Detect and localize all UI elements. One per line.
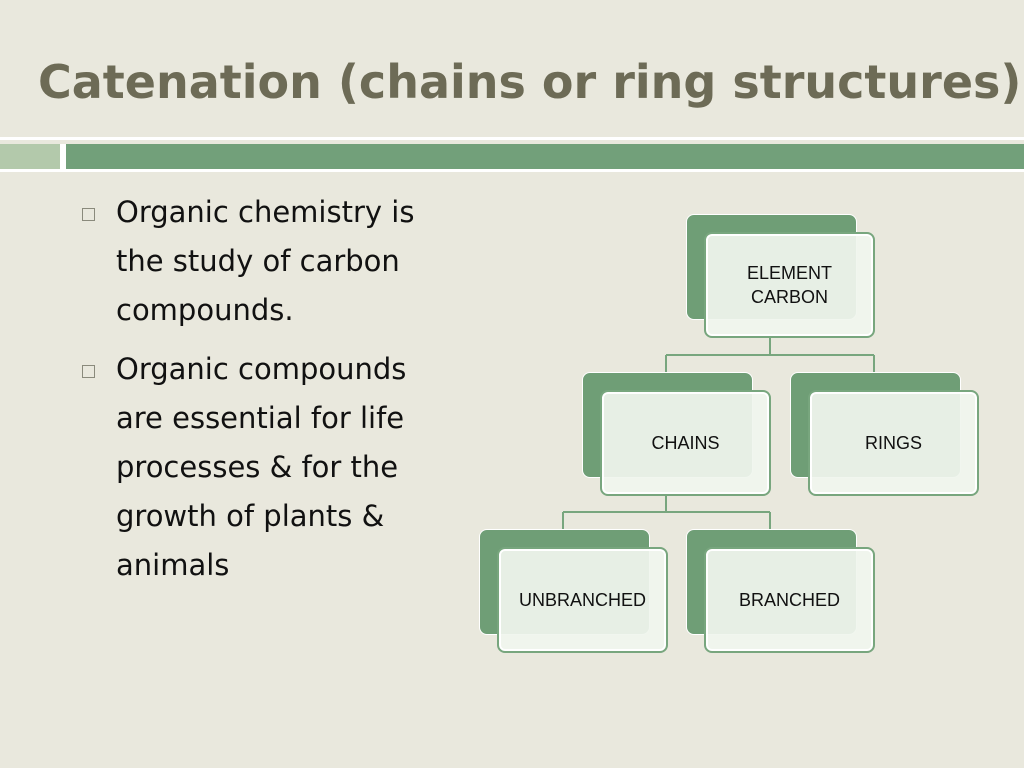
accent-bar-light: [0, 144, 60, 169]
node-label: ELEMENT CARBON: [746, 263, 833, 307]
node-rings: RINGS: [790, 372, 979, 496]
slide-title: Catenation (chains or ring structures): [38, 55, 1022, 109]
bullet-item: Organic compounds are essential for life…: [80, 345, 460, 590]
node-label: CHAINS: [651, 433, 720, 453]
bullet-item: Organic chemistry is the study of carbon…: [80, 188, 460, 335]
node-front-shape: ELEMENT CARBON: [704, 232, 875, 338]
node-front-shape: BRANCHED: [704, 547, 875, 653]
node-front-shape: CHAINS: [600, 390, 771, 496]
node-branched: BRANCHED: [686, 529, 875, 653]
bullet-text: Organic chemistry is the study of carbon…: [116, 195, 415, 327]
node-front-shape: UNBRANCHED: [497, 547, 668, 653]
hollow-square-bullet-icon: [82, 365, 95, 378]
node-chains: CHAINS: [582, 372, 771, 496]
bullet-text: Organic compounds are essential for life…: [116, 352, 407, 582]
node-front-shape: RINGS: [808, 390, 979, 496]
accent-bar: [66, 144, 1024, 169]
accent-bar-gap: [60, 144, 66, 169]
node-label: UNBRANCHED: [518, 590, 646, 610]
node-unbranched: UNBRANCHED: [479, 529, 668, 653]
title-divider-bottom: [0, 169, 1024, 172]
node-element-carbon: ELEMENT CARBON: [686, 214, 875, 338]
bullet-list: Organic chemistry is the study of carbon…: [80, 188, 460, 600]
title-divider-top: [0, 137, 1024, 140]
node-label: BRANCHED: [738, 590, 840, 610]
hollow-square-bullet-icon: [82, 208, 95, 221]
node-label: RINGS: [864, 433, 922, 453]
